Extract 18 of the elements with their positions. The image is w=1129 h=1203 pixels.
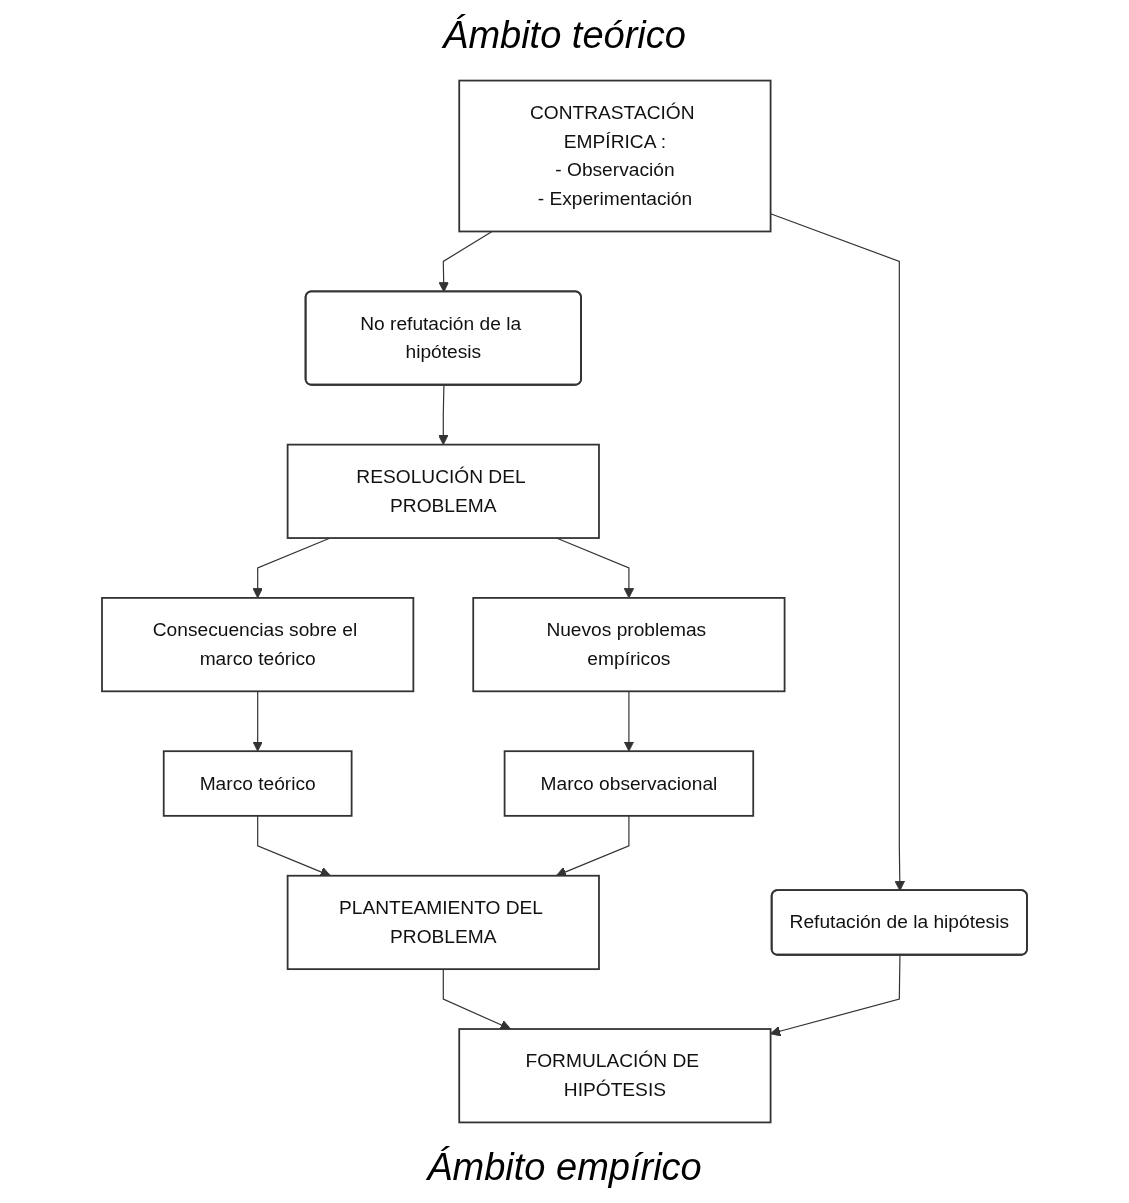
arrow	[555, 815, 630, 877]
region-label: Ámbito teórico	[443, 14, 686, 57]
node-box: Marco teórico	[162, 750, 353, 817]
node-box: Consecuencias sobre el marco teórico	[101, 597, 415, 693]
arrow	[623, 690, 635, 752]
arrow	[770, 213, 906, 892]
node-box: RESOLUCIÓN DEL PROBLEMA	[286, 443, 600, 539]
arrow	[257, 815, 331, 877]
node-box: PLANTEAMIENTO DEL PROBLEMA	[286, 874, 600, 971]
node-box: CONTRASTACIÓN EMPÍRICA : - Observación - Experimentación	[458, 79, 772, 233]
arrow	[438, 384, 449, 446]
arrow	[770, 954, 901, 1037]
arrow	[438, 230, 493, 293]
arrow	[252, 690, 263, 752]
node-box: Marco observacional	[503, 750, 755, 817]
node-box: Nuevos problemas empíricos	[472, 597, 786, 693]
node-box: FORMULACIÓN DE HIPÓTESIS	[458, 1028, 772, 1124]
arrow	[442, 968, 511, 1030]
